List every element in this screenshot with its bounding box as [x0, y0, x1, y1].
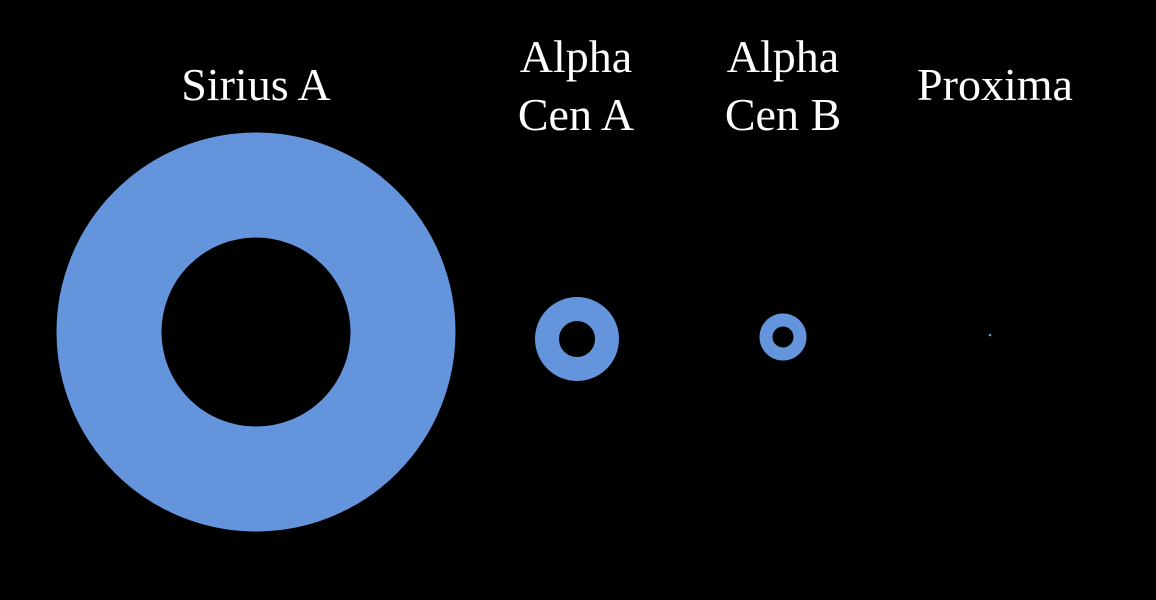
- star-label-alpha-cen-a: Alpha Cen A: [518, 28, 634, 144]
- ring-proxima: [988, 333, 992, 337]
- star-label-line: Alpha: [519, 31, 633, 82]
- ring-sirius-a: [56, 132, 456, 532]
- star-label-sirius-a: Sirius A: [181, 56, 331, 114]
- star-label-line: Sirius A: [181, 59, 331, 110]
- star-label-proxima: Proxima: [917, 56, 1073, 114]
- star-label-line: Cen A: [517, 89, 635, 140]
- ring-alpha-cen-b: [759, 313, 807, 361]
- ring-alpha-cen-a: [535, 297, 619, 381]
- star-label-line: Cen B: [724, 89, 842, 140]
- star-label-line: Proxima: [917, 59, 1073, 110]
- star-label-line: Alpha: [726, 31, 840, 82]
- star-label-alpha-cen-b: Alpha Cen B: [725, 28, 841, 144]
